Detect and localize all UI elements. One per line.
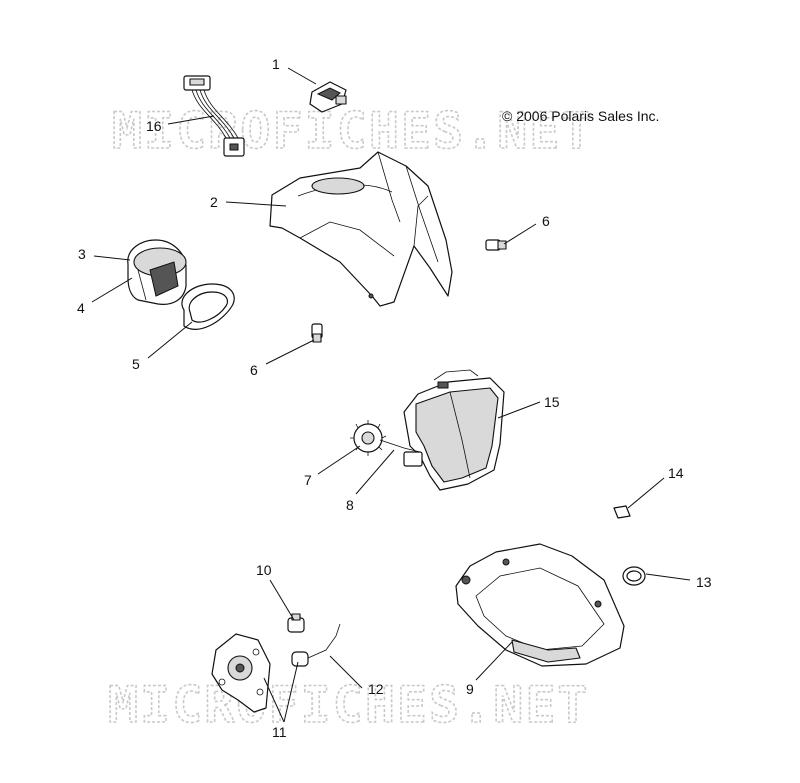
callout-16: 16: [146, 118, 162, 134]
callout-15: 15: [544, 394, 560, 410]
part-3-4-gauge-bezel: [127, 239, 187, 305]
part-15-headlight-housing: [403, 369, 505, 491]
callout-9: 9: [466, 681, 474, 697]
part-11-12-bracket-sensor: [211, 623, 341, 713]
watermark-bottom: MICROFICHES.NET: [108, 676, 590, 734]
callout-6-right: 6: [542, 213, 550, 229]
callout-7: 7: [304, 472, 312, 488]
part-7-gear: [350, 420, 387, 456]
copyright-text: © 2006 Polaris Sales Inc.: [502, 108, 659, 124]
part-16-wire-harness: [183, 75, 245, 157]
part-2-upper-shroud: [269, 151, 453, 307]
callout-13: 13: [696, 574, 712, 590]
part-6-screw-right: [485, 239, 507, 251]
part-8-lead-wire: [379, 439, 421, 453]
part-13-o-ring: [622, 566, 646, 586]
watermark-top: MICROFICHES.NET: [112, 102, 594, 160]
callout-4: 4: [77, 300, 85, 316]
callout-1: 1: [272, 56, 280, 72]
callout-10: 10: [256, 562, 272, 578]
part-14-clip: [613, 505, 631, 519]
leader-lines: [91, 67, 691, 723]
callout-14: 14: [668, 465, 684, 481]
callout-6-left: 6: [250, 362, 258, 378]
part-1-switch: [309, 81, 347, 113]
part-6-screw-left: [311, 323, 323, 343]
callout-5: 5: [132, 356, 140, 372]
callout-11: 11: [272, 724, 287, 740]
callout-8: 8: [346, 497, 354, 513]
part-5-seal-ring: [181, 283, 235, 330]
callout-2: 2: [210, 194, 218, 210]
part-9-lower-pod: [455, 543, 625, 667]
part-10-bolt: [287, 613, 305, 633]
callout-3: 3: [78, 246, 86, 262]
callout-12: 12: [368, 681, 384, 697]
